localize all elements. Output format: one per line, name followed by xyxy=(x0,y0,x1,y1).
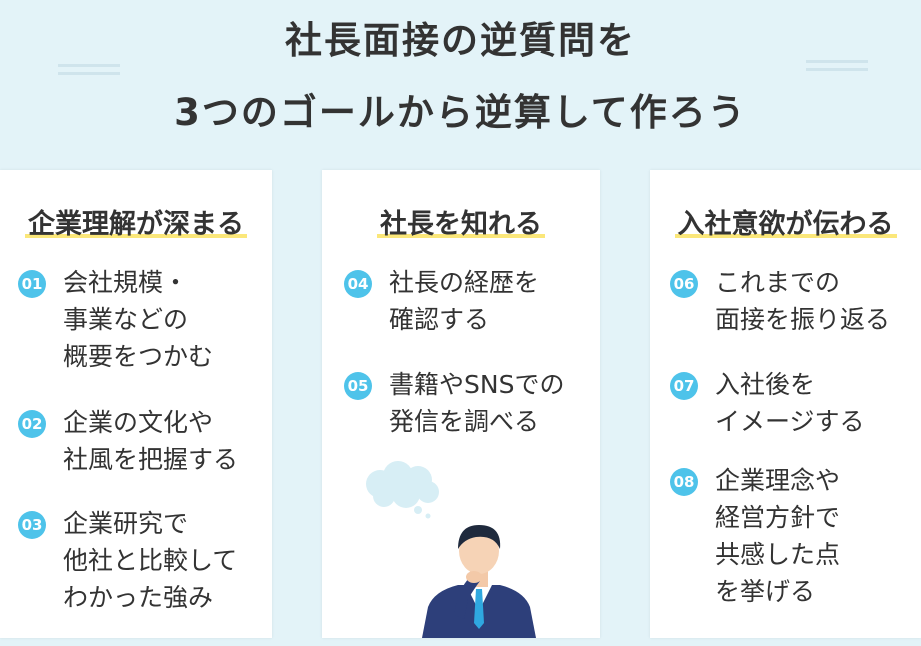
thinking-businessman-icon xyxy=(422,525,536,638)
number-badge: 03 xyxy=(18,511,46,539)
number-badge: 06 xyxy=(670,270,698,298)
decorative-line xyxy=(58,72,120,75)
card-title: 入社意欲が伝わる xyxy=(650,202,921,241)
item-text: 企業の文化や 社風を把握する xyxy=(63,408,239,474)
number-badge: 01 xyxy=(18,270,46,298)
decorative-line xyxy=(806,60,868,63)
card-title: 社長を知れる xyxy=(322,202,600,241)
goal-card-company-understanding: 企業理解が深まる 01 会社規模・ 事業などの 概要をつかむ 02 企業の文化や… xyxy=(0,170,272,638)
item-text: 企業理念や 経営方針で 共感した点 を挙げる xyxy=(715,466,841,606)
page-title-line1: 社長面接の逆質問を xyxy=(285,19,636,62)
item-text: 企業研究で 他社と比較して わかった強み xyxy=(63,509,238,612)
decorative-line xyxy=(58,64,120,67)
item-text: これまでの 面接を振り返る xyxy=(715,268,891,334)
item-text: 会社規模・ 事業などの 概要をつかむ xyxy=(63,268,214,371)
number-badge: 02 xyxy=(18,410,46,438)
card-title: 企業理解が深まる xyxy=(0,202,272,241)
item-text: 書籍やSNSでの 発信を調べる xyxy=(389,370,565,436)
thought-cloud-icon xyxy=(366,461,439,519)
item-text: 入社後を イメージする xyxy=(715,370,865,436)
number-badge: 05 xyxy=(344,372,372,400)
decorative-line xyxy=(806,68,868,71)
number-badge: 08 xyxy=(670,468,698,496)
item-text: 社長の経歴を 確認する xyxy=(389,268,540,334)
page-title-line2: 3つのゴールから逆算して作ろう xyxy=(174,91,747,134)
goal-card-know-president: 社長を知れる 04 社長の経歴を 確認する 05 書籍やSNSでの 発信を調べる xyxy=(322,170,600,638)
number-badge: 07 xyxy=(670,372,698,400)
goal-card-motivation: 入社意欲が伝わる 06 これまでの 面接を振り返る 07 入社後を イメージする… xyxy=(650,170,921,638)
number-badge: 04 xyxy=(344,270,372,298)
